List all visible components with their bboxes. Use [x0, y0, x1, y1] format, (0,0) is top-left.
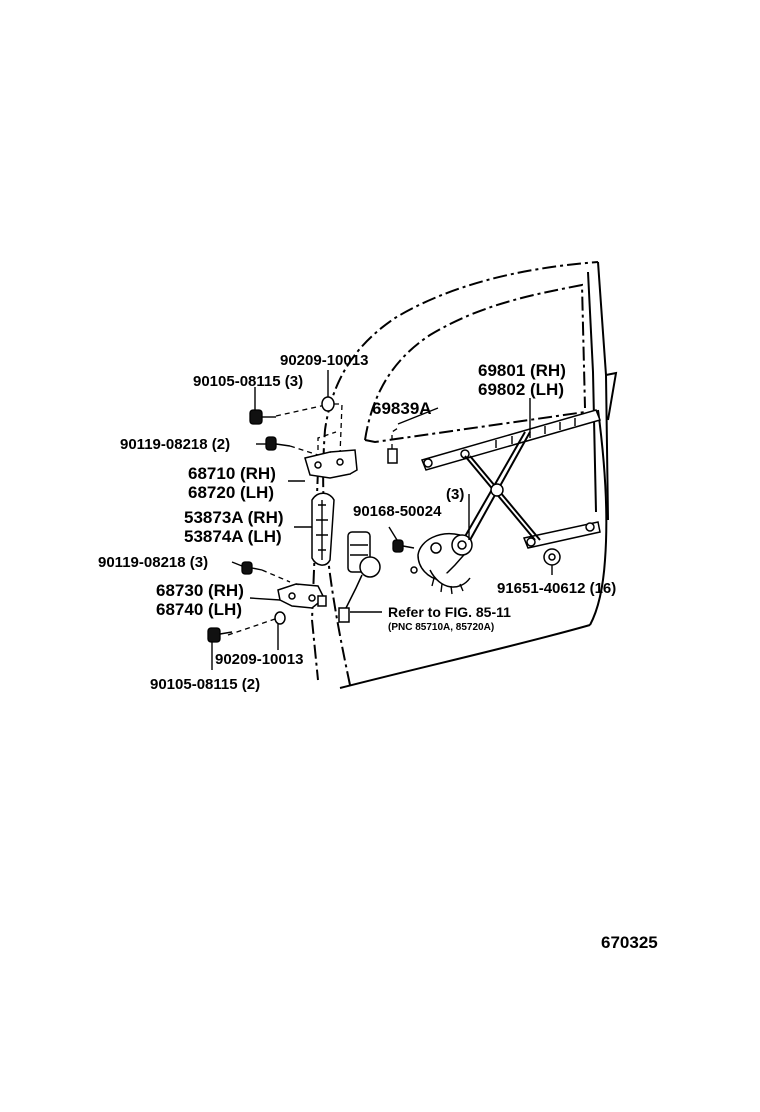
lower-hinge-assembly	[207, 561, 327, 643]
label-check-lh: 53874A (LH)	[184, 527, 282, 546]
label-refer-line2: (PNC 85710A, 85720A)	[388, 622, 494, 633]
upper-hinge-assembly	[249, 396, 358, 479]
leader-lines	[211, 370, 553, 670]
lower-hinge-icon	[277, 583, 327, 609]
label-screw-count: (3)	[446, 486, 464, 503]
label-refer-line1: Refer to FIG. 85-11	[388, 604, 511, 620]
label-nut: 91651-40612 (16)	[497, 580, 616, 597]
bolt-icon	[249, 409, 276, 425]
bolt-icon	[207, 627, 233, 643]
label-lower-hinge-lh: 68740 (LH)	[156, 600, 242, 619]
washer-icon	[274, 611, 286, 625]
label-bolt-hinge-body-upper: 90119-08218 (2)	[120, 436, 230, 453]
label-bolt-hinge-body-lower: 90119-08218 (3)	[98, 554, 208, 571]
label-check-rh: 53873A (RH)	[184, 508, 284, 527]
label-channel: 69839A	[372, 399, 432, 418]
label-upper-hinge-rh: 68710 (RH)	[188, 464, 276, 483]
motor-icon	[338, 531, 381, 623]
bolt-icon	[241, 561, 263, 575]
figure-number: 670325	[601, 933, 658, 952]
bolt-icon	[265, 436, 291, 451]
part-labels: 90105-08115 (3) 90209-10013 90119-08218 …	[98, 352, 658, 952]
label-washer-lower: 90209-10013	[215, 651, 303, 668]
screw-icon	[392, 539, 415, 553]
label-bolt-upper: 90105-08115 (3)	[193, 373, 303, 390]
window-regulator-icon	[387, 409, 602, 595]
washer-icon	[321, 396, 335, 412]
label-regulator-rh: 69801 (RH)	[478, 361, 566, 380]
label-bolt-lower: 90105-08115 (2)	[150, 676, 260, 693]
label-washer-upper: 90209-10013	[280, 352, 368, 369]
label-screw: 90168-50024	[353, 503, 442, 520]
upper-hinge-icon	[304, 431, 358, 479]
nut-icon	[543, 548, 561, 566]
label-regulator-lh: 69802 (LH)	[478, 380, 564, 399]
label-upper-hinge-lh: 68720 (LH)	[188, 483, 274, 502]
label-lower-hinge-rh: 68730 (RH)	[156, 581, 244, 600]
door-outline	[310, 261, 618, 689]
door-check-icon	[311, 492, 335, 566]
